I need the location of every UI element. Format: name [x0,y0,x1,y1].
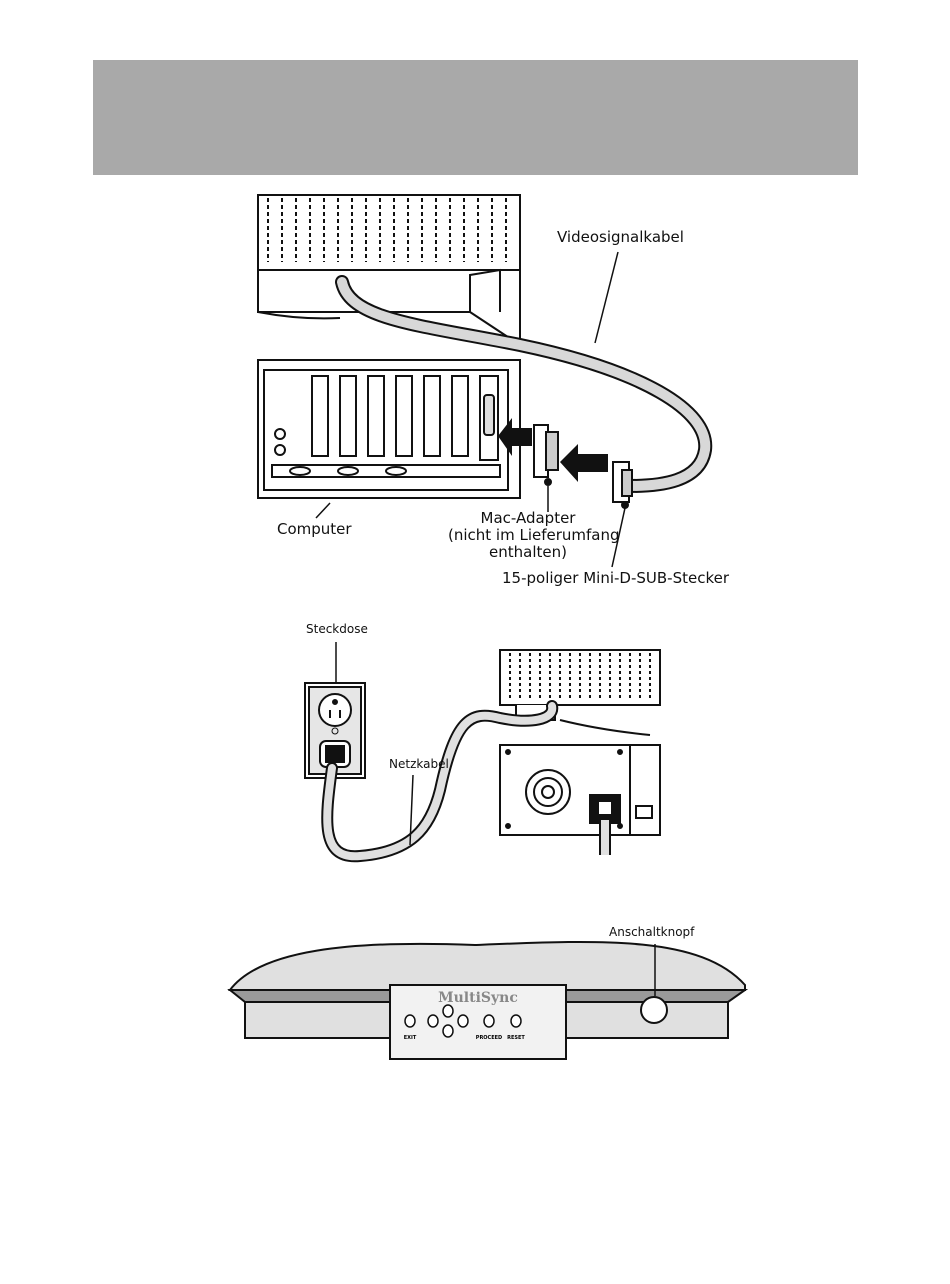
mac-adapter-illustration [534,425,558,485]
label-mac-adapter-line1: Mac-Adapter [448,510,608,527]
up-button[interactable] [443,1005,453,1017]
minus-button[interactable] [428,1015,438,1027]
down-button[interactable] [443,1025,453,1037]
label-video-cable: Videosignalkabel [557,228,684,246]
power-connection-diagram [0,620,950,900]
dsub-plug-illustration [613,462,632,508]
label-power-button: Anschaltknopf [609,925,694,939]
leader-video-cable [595,252,618,343]
label-connector: 15-poliger Mini-D-SUB-Stecker [502,569,729,587]
computer-back-panel [258,360,520,498]
exit-button[interactable] [405,1015,415,1027]
leader-computer [316,503,330,518]
label-outlet: Steckdose [306,622,368,636]
label-proceed: PROCEED [476,1035,502,1041]
power-button[interactable] [641,997,667,1023]
insert-arrow-right [560,444,608,482]
brand-logo: MultiSync [438,990,518,1006]
label-mac-adapter: Mac-Adapter (nicht im Lieferumfang entha… [448,510,608,561]
proceed-button[interactable] [484,1015,494,1027]
label-computer: Computer [277,520,352,538]
label-mac-adapter-line3: enthalten) [448,544,608,561]
monitor-front-diagram: MultiSync EXIT PROCEED RESET [0,900,950,1100]
label-exit: EXIT [404,1035,417,1041]
reset-button[interactable] [511,1015,521,1027]
label-reset: RESET [507,1035,525,1041]
plus-button[interactable] [458,1015,468,1027]
label-mac-adapter-line2: (nicht im Lieferumfang [448,527,608,544]
label-power-cable: Netzkabel [389,757,449,771]
